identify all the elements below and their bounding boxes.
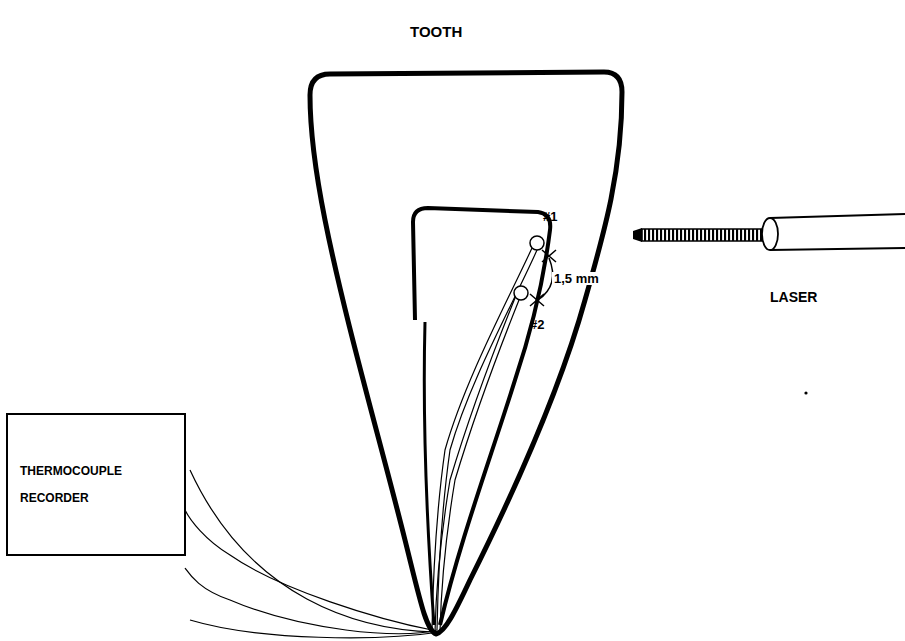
dimension-label: 1,5 mm [552, 272, 601, 285]
tooth-outline [310, 72, 622, 634]
part-label: LASER [770, 290, 817, 304]
thermocouple-wire [190, 298, 515, 632]
title-label: TOOTH [410, 24, 462, 39]
thermocouple-wire [185, 248, 532, 630]
callout-number: #2 [530, 318, 544, 331]
speck [804, 391, 807, 394]
laser-tip [633, 228, 642, 242]
thermocouple-junction [514, 286, 528, 300]
thermocouple-wire [185, 250, 537, 634]
laser-handpiece [770, 214, 905, 250]
box-label: THERMOCOUPLE RECORDER [20, 458, 132, 511]
root-canal-wall [424, 322, 434, 625]
laser-fiber [642, 229, 768, 241]
measure-mark [530, 294, 544, 306]
callout-number: #1 [543, 210, 557, 223]
thermocouple-junction [530, 236, 544, 250]
pulp-chamber [413, 208, 550, 625]
measure-mark [542, 250, 556, 262]
thermocouple-wire [190, 300, 519, 638]
laser-handpiece-end [762, 218, 778, 250]
measure-arc [538, 258, 553, 300]
recorder-box: THERMOCOUPLE RECORDER [6, 413, 186, 556]
